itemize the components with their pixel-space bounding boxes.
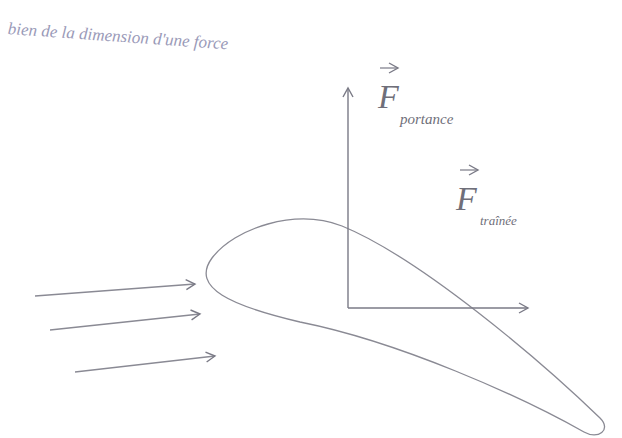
vector-sign	[380, 67, 398, 68]
force-symbol: F	[456, 182, 477, 216]
drag-vector	[348, 307, 528, 308]
force-symbol: F	[378, 80, 399, 114]
force-subscript: portance	[400, 112, 453, 127]
force-subscript: traînée	[480, 214, 517, 227]
airflow-arrow	[75, 356, 215, 372]
lift-vector	[347, 88, 348, 308]
airflow-arrow	[50, 314, 200, 330]
airflow-arrow	[35, 284, 195, 296]
vector-sign	[460, 169, 478, 170]
airfoil-outline	[206, 219, 604, 435]
handwritten-note: bien de la dimension d'une force	[7, 20, 228, 52]
